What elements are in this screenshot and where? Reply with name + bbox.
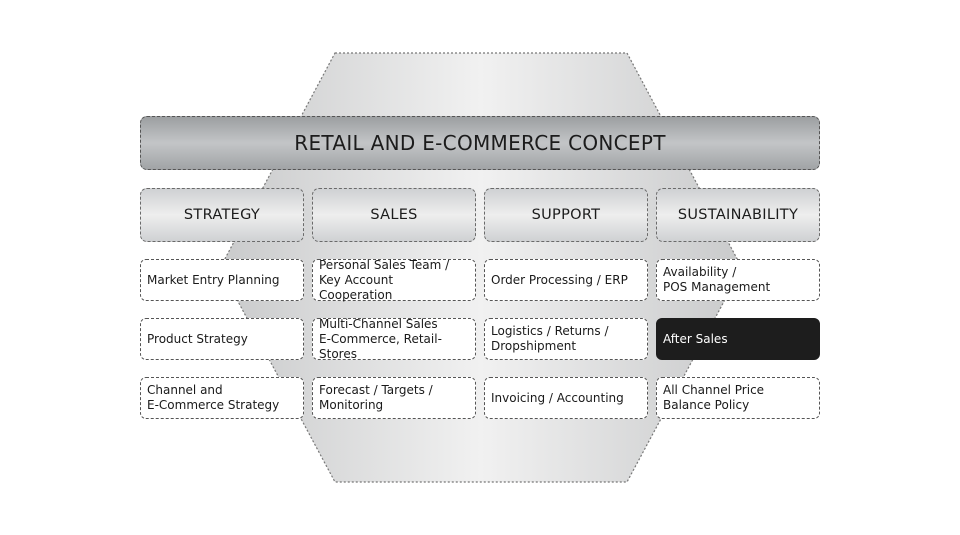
cell-market-entry-planning: Market Entry Planning bbox=[140, 259, 304, 301]
cell-invoicing-accounting: Invoicing / Accounting bbox=[484, 377, 648, 419]
cell-all-channel-price: All Channel Price Balance Policy bbox=[656, 377, 820, 419]
cell-personal-sales-team: Personal Sales Team / Key Account Cooper… bbox=[312, 258, 476, 302]
column-header-sustainability: SUSTAINABILITY bbox=[656, 188, 820, 242]
cell-after-sales-highlighted: After Sales bbox=[656, 318, 820, 360]
cell-logistics-returns: Logistics / Returns / Dropshipment bbox=[484, 318, 648, 360]
column-header-strategy: STRATEGY bbox=[140, 188, 304, 242]
cell-availability-pos: Availability / POS Management bbox=[656, 259, 820, 301]
column-header-sales: SALES bbox=[312, 188, 476, 242]
cell-product-strategy: Product Strategy bbox=[140, 318, 304, 360]
column-header-support: SUPPORT bbox=[484, 188, 648, 242]
cell-order-processing: Order Processing / ERP bbox=[484, 259, 648, 301]
diagram-title: RETAIL AND E-COMMERCE CONCEPT bbox=[140, 116, 820, 170]
cell-channel-ecommerce-strategy: Channel and E-Commerce Strategy bbox=[140, 377, 304, 419]
cell-forecast-targets: Forecast / Targets / Monitoring bbox=[312, 377, 476, 419]
cell-multi-channel-sales: Multi-Channel Sales E-Commerce, Retail-S… bbox=[312, 317, 476, 361]
